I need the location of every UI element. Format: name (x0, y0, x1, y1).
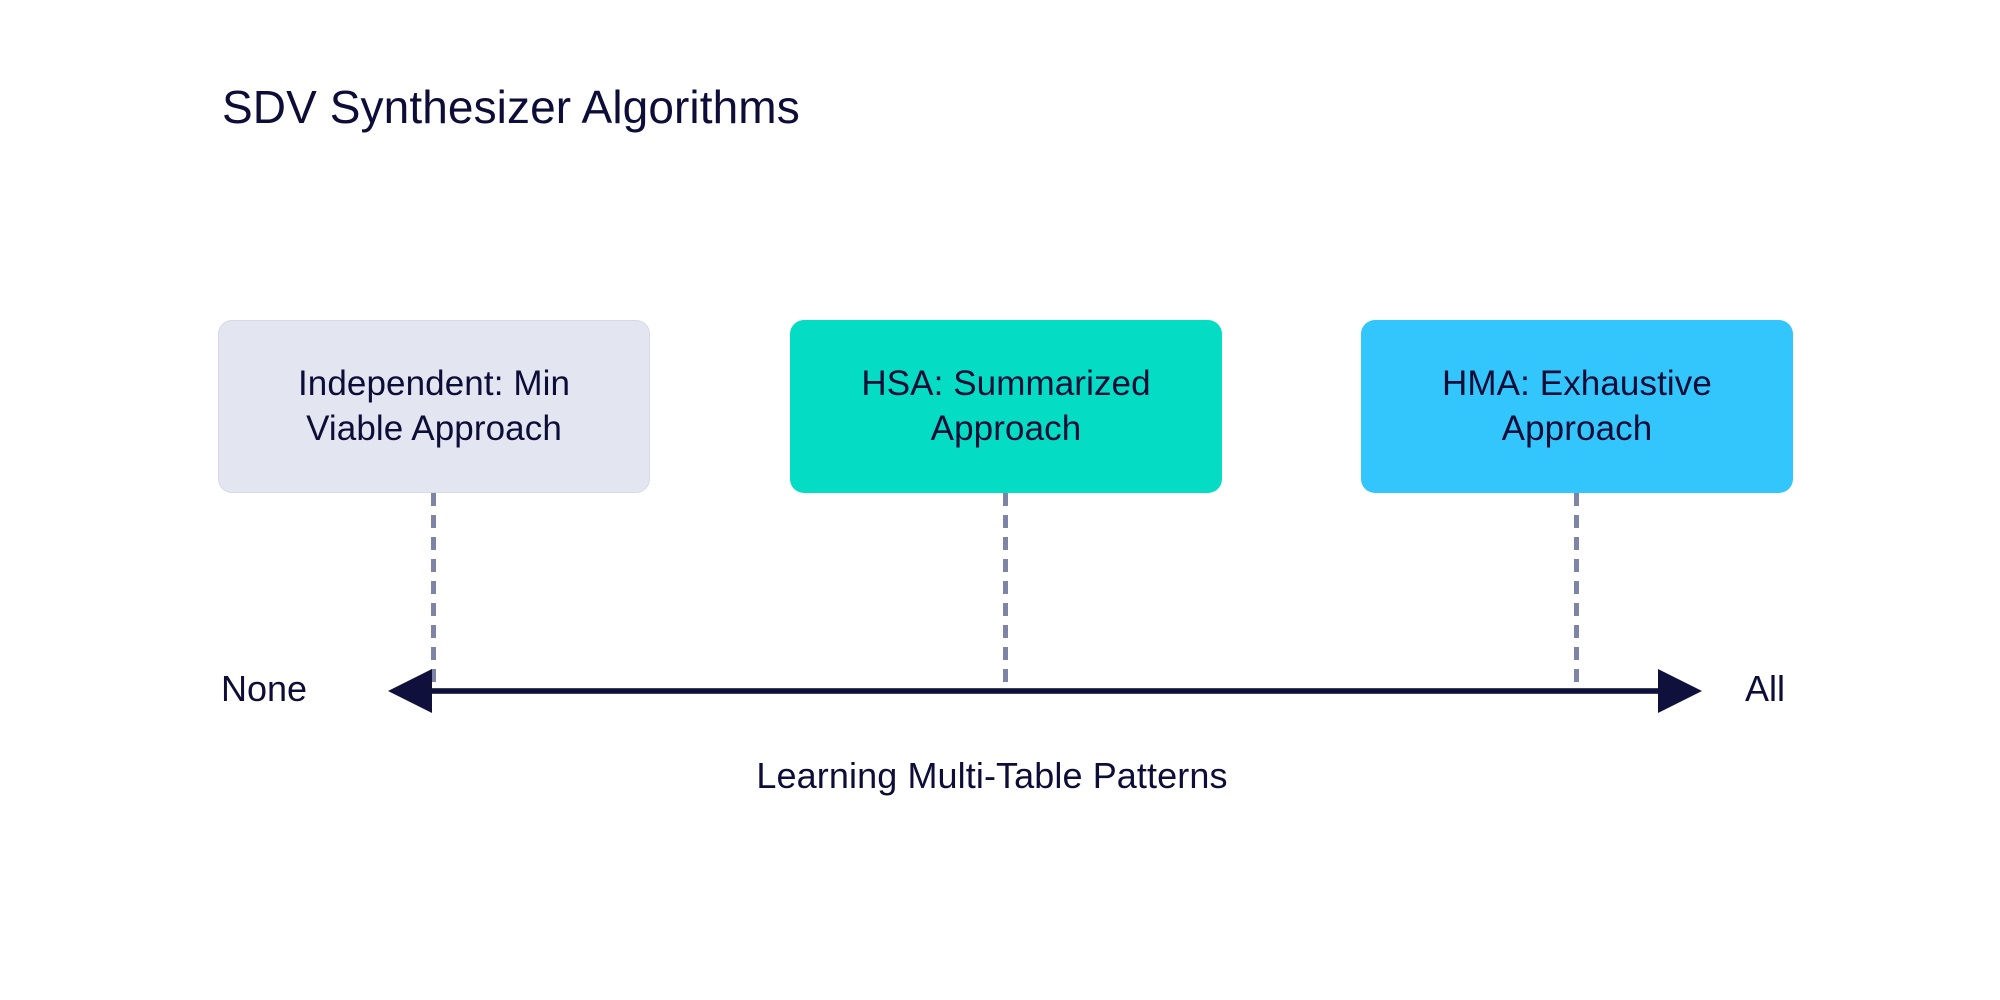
node-label-hma-line1: HMA: Exhaustive (1442, 364, 1712, 404)
axis-line (428, 688, 1662, 694)
node-label-hsa: HSA: Summarized Approach (843, 362, 1168, 450)
axis-label-left: None (221, 668, 308, 709)
node-label-independent: Independent: Min Viable Approach (280, 362, 588, 450)
connector-line-hsa (1003, 493, 1008, 691)
node-box-hma[interactable]: HMA: Exhaustive Approach (1361, 320, 1793, 493)
page-title: SDV Synthesizer Algorithms (222, 81, 800, 133)
node-label-hma-line2: Approach (1501, 408, 1653, 448)
node-label-hsa-line2: Approach (930, 408, 1082, 448)
arrow-left-icon (388, 669, 432, 713)
node-box-independent[interactable]: Independent: Min Viable Approach (218, 320, 650, 493)
node-label-independent-line2: Viable Approach (306, 408, 562, 448)
axis-caption-wrapper: Learning Multi-Table Patterns (0, 755, 2000, 797)
axis-arrow (388, 669, 1702, 713)
axis-caption: Learning Multi-Table Patterns (756, 755, 1228, 796)
axis-label-right: All (1745, 668, 1786, 709)
node-box-hsa[interactable]: HSA: Summarized Approach (790, 320, 1222, 493)
node-label-hma: HMA: Exhaustive Approach (1424, 362, 1730, 450)
node-label-hsa-line1: HSA: Summarized (861, 364, 1151, 404)
connector-line-hma (1574, 493, 1579, 691)
arrow-right-icon (1658, 669, 1702, 713)
node-label-independent-line1: Independent: Min (297, 364, 571, 404)
connector-line-independent (431, 493, 436, 691)
